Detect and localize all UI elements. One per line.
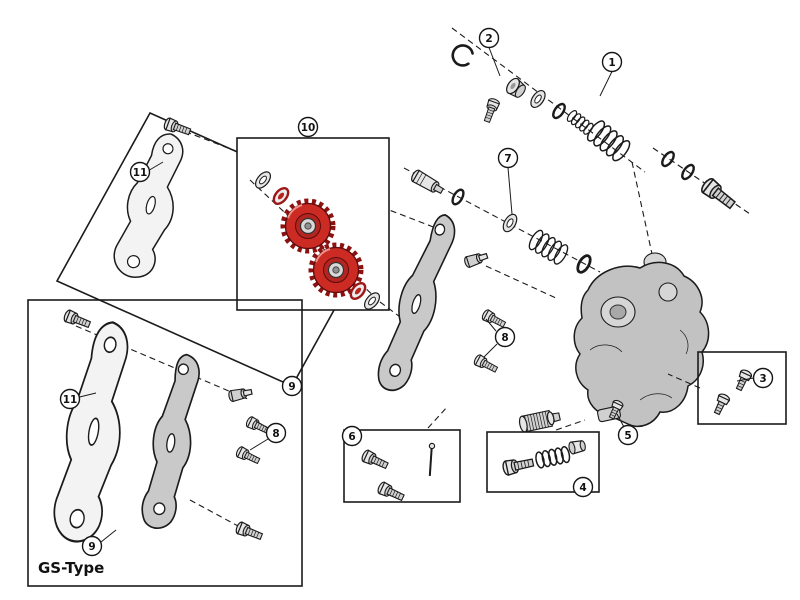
gs-bottom-bolt [234,520,265,543]
pulley-set-group [236,137,390,313]
gs-type-caption: GS-Type [38,559,104,577]
plate-bolt-2 [375,480,407,504]
gs-pulley-bolt-stud [227,385,254,403]
adjust-screw-1 [710,391,732,417]
callouts-layer: 1 2 3 4 5 6 7 8 8 9 [59,27,774,557]
pivot-spring [526,227,571,267]
svg-text:9: 9 [288,381,295,393]
bolt-o-ring-1 [658,148,678,170]
callout-5: 5 [617,424,639,446]
cable-fixing-box [486,431,600,493]
svg-text:1: 1 [608,57,615,69]
return-spring [583,117,634,164]
cable-fixing-group [486,431,600,493]
plate-bolts-box [343,429,461,503]
svg-text:6: 6 [348,431,355,443]
svg-text:4: 4 [579,482,586,494]
callout-11-gs: 11 [59,388,81,410]
outer-cage-plate-ss [108,128,194,283]
gs-type-box [27,299,303,587]
bolts-to-plate-line [427,405,449,429]
svg-text:8: 8 [501,332,508,344]
callout-4: 4 [572,476,594,498]
callout-1: 1 [601,51,623,73]
callout-6: 6 [341,425,363,447]
svg-text:9: 9 [88,541,95,553]
leader-11-gs [79,392,97,398]
leader-5 [616,413,625,428]
gs-lower-axis-line [189,499,239,527]
body-pivot-center [609,304,627,320]
adjust-spring [533,445,572,470]
pivot-axis-line [403,167,601,273]
cage-bolt-upper-1 [480,308,508,331]
plate-bolts-group [343,405,461,504]
callout-8-upper: 8 [494,326,516,348]
mounting-axis-line [451,27,646,173]
svg-text:3: 3 [759,373,766,385]
leader-7 [507,167,513,215]
cage-bolt-upper-2 [472,353,500,376]
adjust-nut [567,438,587,456]
mounting-o-ring [549,100,569,122]
body-shading [589,329,689,401]
callout-8-gs: 8 [265,422,287,444]
pivot-washer [499,211,521,235]
derailleur-body [573,252,710,428]
mounting-assembly-group [447,27,751,255]
bushing-cap [503,75,529,101]
pulley-to-plate-line [379,301,416,329]
screws-to-body-line [667,373,701,389]
leader-2 [488,47,501,77]
svg-text:7: 7 [504,153,511,165]
plate-to-body-line [485,265,557,299]
c-clip [447,40,477,70]
svg-text:11: 11 [63,394,78,406]
inner-cage-plate-gs [140,351,203,531]
callout-10: 10 [297,116,319,138]
svg-text:2: 2 [485,33,492,45]
callout-7: 7 [497,147,519,169]
barrel-to-body-line [555,419,586,431]
svg-text:10: 10 [301,122,316,134]
callout-2: 2 [478,27,500,49]
cable-fixing-bolt [501,454,536,477]
mounting-bolt [698,175,739,213]
pulley-bolt-stud [462,249,490,269]
callout-3: 3 [752,367,774,389]
pulley-set-box [236,137,390,311]
cable-adjust-barrel [517,408,562,434]
plate-bolt-1 [359,448,391,472]
leader-11-upper [149,161,164,171]
leader-3 [736,377,754,382]
stop-bolt [481,96,501,124]
pivot-shaft-group [403,167,601,276]
leader-1 [599,71,613,97]
spring-to-body-line [631,161,653,255]
callout-11-upper: 11 [129,161,151,183]
pivot-shaft [409,168,446,198]
adjust-screws-box [697,351,787,425]
body-boss [658,282,678,302]
body-main [573,261,710,428]
gs-cage-bolt-2 [234,445,262,467]
mounting-washer [527,87,549,111]
gs-type-group: GS-Type [27,299,303,587]
leader-8-upper [483,318,498,358]
leader-8-gs [249,420,269,451]
svg-text:11: 11 [133,167,148,179]
upper-plate-axis-line [175,127,437,229]
stroke-pin [424,442,436,478]
outer-cage-plate-gs [48,318,139,546]
svg-text:5: 5 [624,430,631,442]
callout-9-gs: 9 [81,535,103,557]
gs-plate-bolt [62,308,93,331]
bolt-axis-line [652,147,751,215]
callout-9-upper: 9 [281,375,303,397]
adjust-screws-group [667,351,787,425]
svg-text:8: 8 [272,428,279,440]
leader-9-gs [100,529,117,543]
